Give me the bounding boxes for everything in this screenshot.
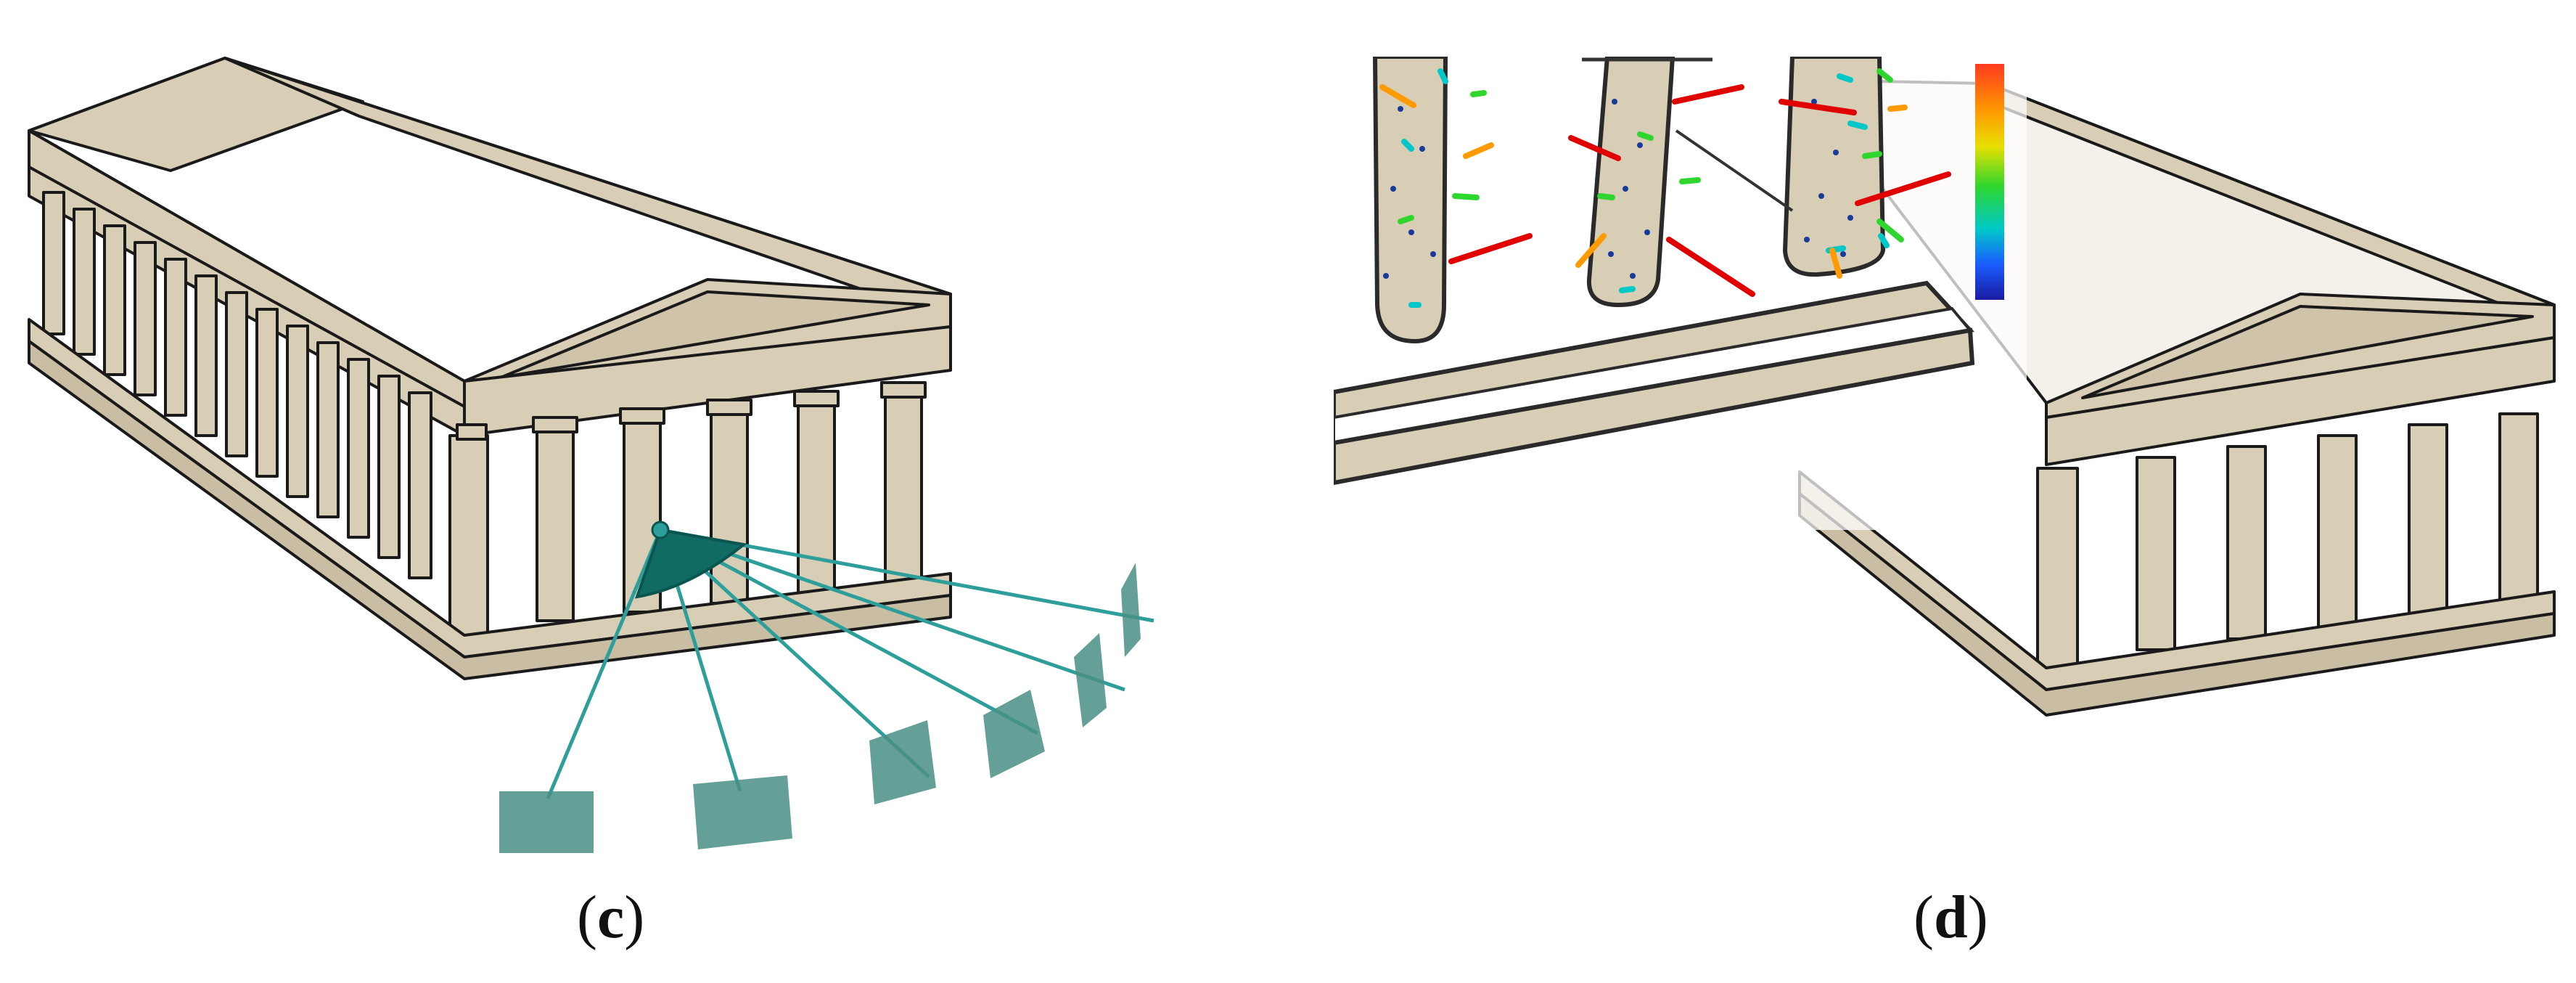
panel-c-temple bbox=[28, 57, 952, 680]
image-planes bbox=[499, 563, 1141, 853]
zoom-inset bbox=[1334, 57, 1975, 486]
camera-icon bbox=[546, 521, 1154, 799]
caption-c: (c) bbox=[577, 884, 645, 951]
colorbar bbox=[1975, 64, 2004, 300]
caption-d: (d) bbox=[1913, 884, 1988, 951]
